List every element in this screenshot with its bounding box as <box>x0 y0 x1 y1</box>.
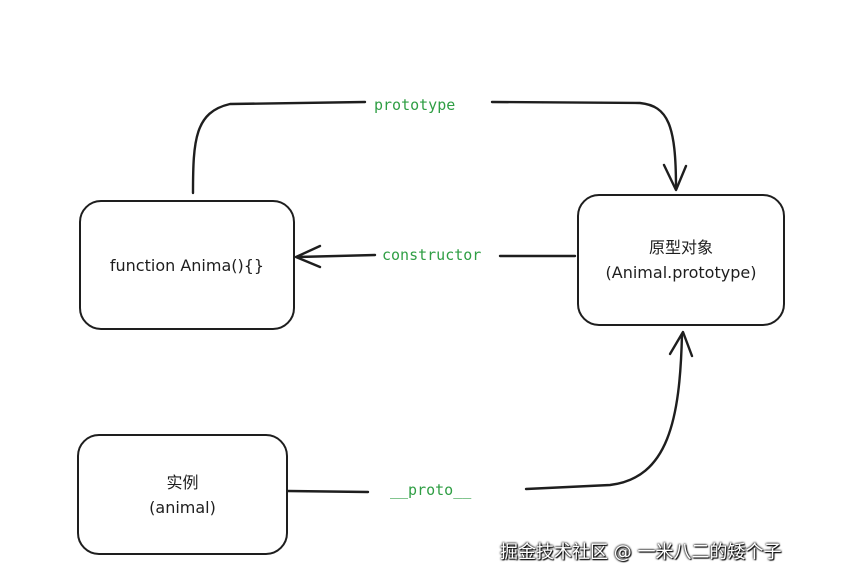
edge-prototype-line-2 <box>490 100 678 190</box>
edge-proto-line <box>286 489 370 494</box>
edge-label-proto: __proto__ <box>386 480 476 500</box>
edge-constructor-line-2 <box>295 253 377 259</box>
instance-node: 实例 (animal) <box>77 434 288 555</box>
edge-prototype-line <box>191 100 367 195</box>
function-node: function Anima(){} <box>79 200 295 330</box>
edge-proto-arrowhead <box>668 330 694 358</box>
edge-label-prototype: prototype <box>370 95 460 115</box>
edge-proto-line-2 <box>524 332 684 491</box>
instance-node-subtitle: (animal) <box>149 497 216 517</box>
function-node-label: function Anima(){} <box>109 255 265 275</box>
prototype-node-subtitle: (Animal.prototype) <box>605 263 757 282</box>
edge-prototype-arrowhead <box>662 163 688 192</box>
instance-node-title: 实例 <box>166 472 199 492</box>
edge-label-constructor: constructor <box>378 245 486 265</box>
edge-constructor-arrowhead <box>294 244 322 269</box>
prototype-node-title: 原型对象 <box>648 238 713 257</box>
watermark: 掘金技术社区 @ 一米八二的矮个子 <box>500 542 782 563</box>
prototype-object-node: 原型对象 (Animal.prototype) <box>577 194 785 326</box>
